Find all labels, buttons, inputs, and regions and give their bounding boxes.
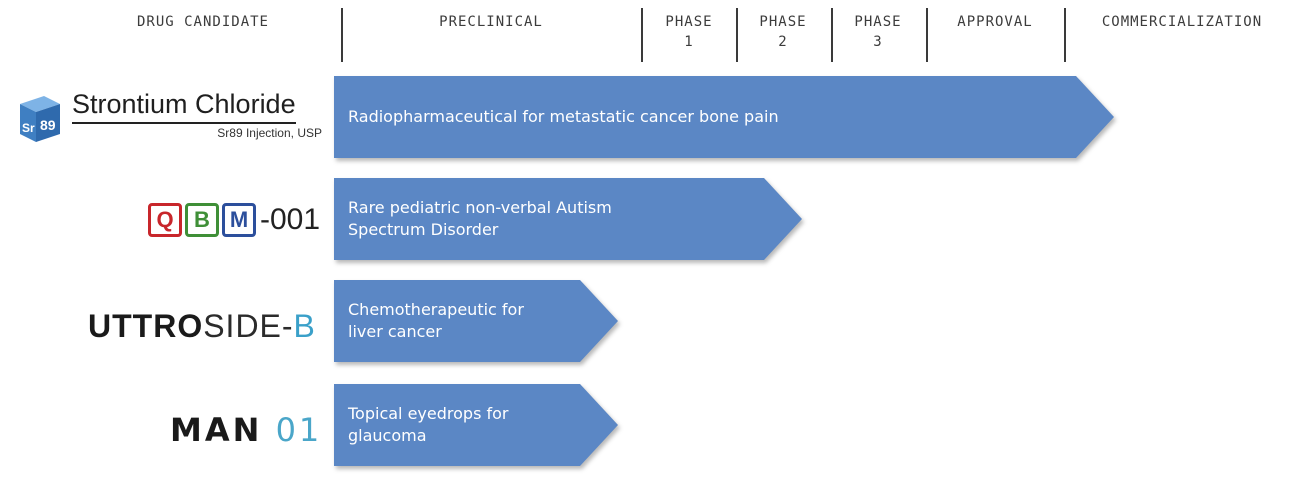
header-divider [341, 8, 343, 62]
strontium-chloride-name: Strontium Chloride [72, 88, 296, 124]
header-divider [831, 8, 833, 62]
header-divider [736, 8, 738, 62]
pipeline-description: Radiopharmaceutical for metastatic cance… [348, 107, 779, 126]
header-commercialization: COMMERCIALIZATION [1101, 14, 1263, 30]
pipeline-description: Chemotherapeutic for liver cancer [348, 300, 524, 341]
uttroside-b-logo: UTTROSIDE-B [88, 308, 315, 344]
header-phase-3: PHASE 3 [854, 14, 902, 50]
header-preclinical: PRECLINICAL [439, 14, 543, 30]
pipeline-arrow-uttroside: Chemotherapeutic for liver cancer [334, 280, 618, 362]
svg-text:89: 89 [40, 117, 56, 133]
pipeline-arrow-man01: Topical eyedrops for glaucoma [334, 384, 618, 466]
pipeline-description: Rare pediatric non-verbal Autism Spectru… [348, 198, 612, 239]
strontium-chloride-subtitle: Sr89 Injection, USP [217, 126, 322, 140]
pipeline-arrow-qbm: Rare pediatric non-verbal Autism Spectru… [334, 178, 802, 260]
qbm-001-logo: Q B M -001 [148, 200, 320, 240]
header-phase-2: PHASE 2 [759, 14, 807, 50]
header-divider [1064, 8, 1066, 62]
qbm-b-block: B [185, 203, 219, 237]
pipeline-header: DRUG CANDIDATE PRECLINICAL PHASE 1 PHASE… [0, 0, 1291, 64]
qbm-m-block: M [222, 203, 256, 237]
header-approval: APPROVAL [957, 14, 1033, 30]
header-phase-1: PHASE 1 [665, 14, 713, 50]
pipeline-arrow-strontium: Radiopharmaceutical for metastatic cance… [334, 76, 1114, 158]
header-divider [641, 8, 643, 62]
header-drug-candidate: DRUG CANDIDATE [136, 14, 269, 30]
svg-text:Sr: Sr [22, 121, 35, 135]
qbm-suffix: -001 [260, 203, 321, 236]
strontium-chloride-logo: Sr 89 Strontium Chloride Sr89 Injection,… [10, 88, 322, 148]
pipeline-description: Topical eyedrops for glaucoma [348, 404, 509, 445]
header-divider [926, 8, 928, 62]
sr89-cube-icon: Sr 89 [20, 96, 60, 142]
qbm-q-block: Q [148, 203, 182, 237]
man-01-logo: MAN 01 [170, 411, 323, 449]
